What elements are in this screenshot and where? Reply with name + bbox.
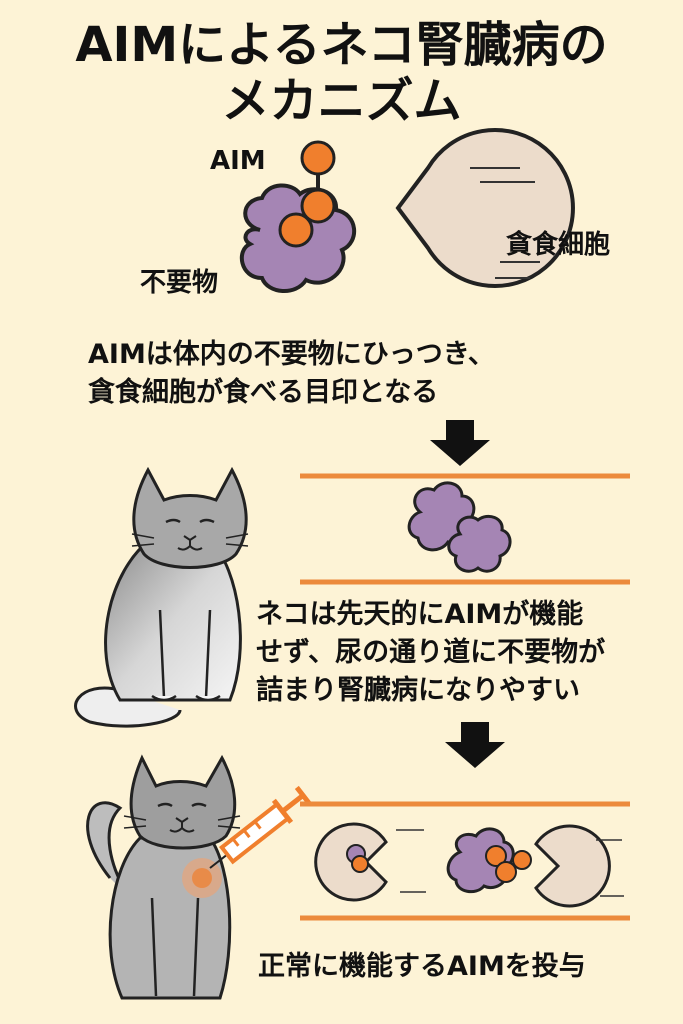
aim-label: AIM (210, 146, 266, 176)
macrophage-right (534, 824, 611, 908)
waste-clump (407, 481, 512, 573)
waste-with-aim (446, 827, 532, 894)
step1-text-line1: AIMは体内の不要物にひっつき、 (88, 339, 495, 370)
aim-binding-illustration (240, 128, 575, 294)
motion-lines-tube (396, 829, 624, 897)
macrophage-label: 貪食細胞 (506, 230, 611, 260)
step2-text-line3: 詰まり腎臓病になりやすい (256, 675, 580, 706)
urinary-tube-cleared (300, 801, 630, 921)
macrophage-cell (395, 128, 575, 288)
step1-text-line2: 貪食細胞が食べる目印となる (88, 377, 439, 408)
title-line-1: AIMによるネコ腎臓病の (75, 17, 608, 73)
down-arrow-2-icon (445, 722, 505, 768)
urinary-tube-clogged (300, 473, 630, 585)
cat-sitting-icon (74, 466, 249, 728)
aim-molecule (278, 140, 336, 248)
macrophage-left (314, 822, 388, 902)
syringe-icon (209, 785, 312, 869)
step3-text: 正常に機能するAIMを投与 (258, 951, 586, 982)
step2-text-line1: ネコは先天的にAIMが機能 (256, 599, 584, 630)
motion-lines (470, 167, 540, 279)
cat-injection-illustration (86, 754, 312, 1000)
title-line-2: メカニズム (221, 73, 462, 129)
down-arrow-1-icon (430, 420, 490, 466)
step2-text-line2: せず、尿の通り道に不要物が (256, 637, 606, 668)
waste-label: 不要物 (140, 268, 219, 298)
